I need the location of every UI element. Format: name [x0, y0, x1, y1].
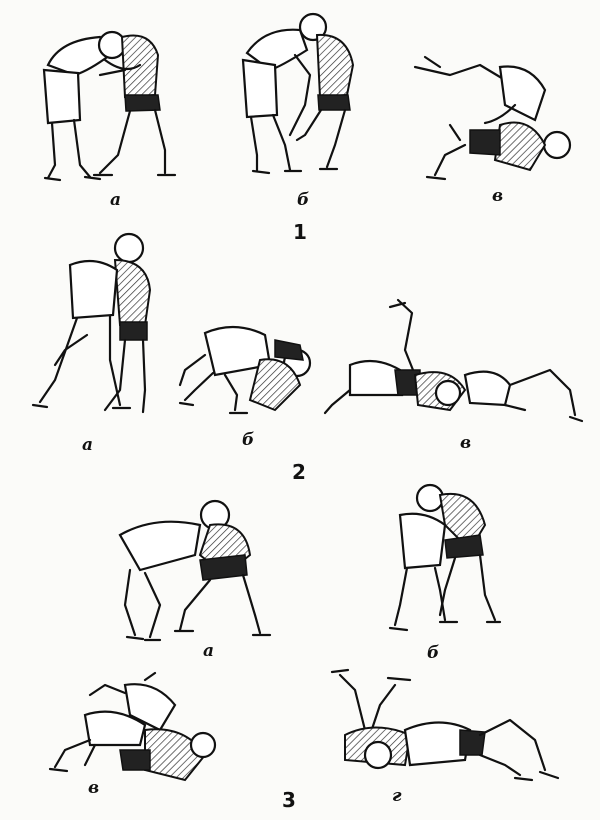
panel-label-3a: а	[203, 641, 215, 661]
panel-label-3g: г	[392, 786, 402, 806]
figure-1v-wrestlers-drawing	[413, 55, 572, 181]
figure-3g-wrestlers-drawing	[330, 668, 560, 782]
panel-label-3v: в	[88, 778, 100, 798]
figure-number-2: 2	[292, 460, 306, 484]
figure-3b-wrestlers-drawing	[388, 483, 502, 632]
figure-number-1: 1	[293, 220, 307, 244]
figure-2a-wrestlers-drawing	[31, 232, 152, 414]
figure-3v-wrestlers-drawing	[48, 671, 217, 782]
figure-number-3: 3	[282, 788, 296, 812]
figure-2v-wrestlers-drawing	[323, 298, 584, 423]
panel-label-3b: б	[427, 643, 440, 663]
panel-label-1a: а	[110, 190, 122, 210]
panel-label-1b: б	[297, 190, 310, 210]
panel-label-2a: а	[82, 435, 94, 455]
figure-1a-wrestlers-drawing	[42, 30, 177, 182]
figure-1b-wrestlers-drawing	[241, 12, 355, 175]
figure-2b-wrestlers-drawing	[178, 325, 312, 415]
panel-label-1v: в	[492, 186, 504, 206]
figure-3a-wrestlers-drawing	[118, 499, 272, 642]
panel-label-2b: б	[242, 430, 255, 450]
panel-label-2v: в	[460, 433, 472, 453]
